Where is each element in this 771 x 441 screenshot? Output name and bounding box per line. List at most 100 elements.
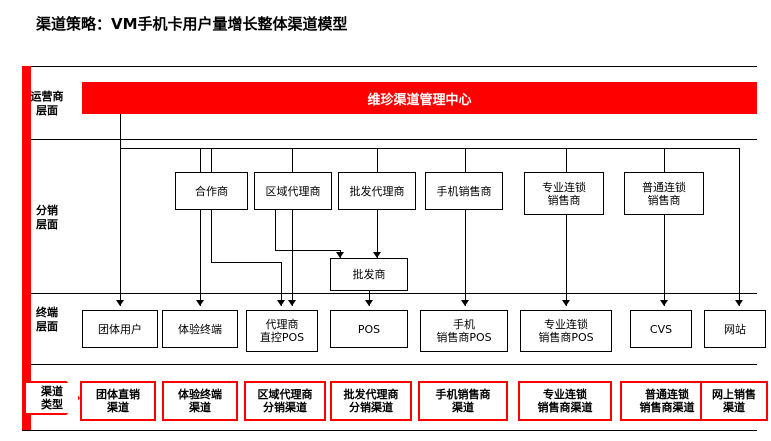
connector-drop-regional-agent [292, 148, 293, 172]
distribution-box-regional-agent[interactable]: 区域代理商 [254, 172, 332, 210]
arrow-agentpos-2 [288, 300, 296, 306]
operator-center-bar[interactable]: 维珍渠道管理中心 [82, 82, 757, 114]
row-label-operator: 运营商 层面 [24, 90, 70, 118]
connector-operator-trunk [120, 114, 121, 162]
operator-center-label: 维珍渠道管理中心 [367, 92, 472, 108]
channel-box-regional-agent-line2: 分销渠道 [263, 401, 307, 414]
channel-box-group-direct-line1: 团体直销 [96, 388, 140, 401]
channel-box-online[interactable]: 网上销售 渠道 [700, 381, 768, 421]
channel-box-common-chain-line2: 销售商渠道 [639, 401, 695, 414]
channel-box-phone-seller[interactable]: 手机销售商 渠道 [418, 381, 508, 421]
channel-box-group-direct[interactable]: 团体直销 渠道 [80, 381, 156, 421]
distribution-box-wholesale-agent[interactable]: 批发代理商 [338, 172, 416, 210]
connector-drop-phone-seller [465, 148, 466, 172]
connector-cooperator-to-agentpos [281, 262, 282, 306]
connector-drop-common-chain [664, 148, 665, 172]
terminal-box-group-users-label: 团体用户 [98, 322, 142, 336]
channel-box-experience-line1: 体验终端 [178, 388, 222, 401]
channel-box-wholesale-agent-line1: 批发代理商 [343, 388, 399, 401]
distribution-box-common-chain-line2: 销售商 [647, 193, 681, 207]
row-label-distribution: 分销 层面 [24, 204, 70, 232]
terminal-box-experience[interactable]: 体验终端 [162, 310, 238, 348]
connector-phone-seller-down [465, 210, 466, 306]
terminal-box-pos-label: POS [357, 322, 381, 336]
divider-bottom [22, 430, 757, 431]
terminal-box-phone-seller-pos-line1: 手机 [453, 318, 475, 331]
arrow-agentpos [277, 300, 285, 306]
distribution-box-cooperator[interactable]: 合作商 [175, 172, 248, 210]
distribution-box-cooperator-label: 合作商 [195, 184, 228, 198]
terminal-box-website[interactable]: 网站 [704, 310, 766, 348]
connector-distribution-bus [120, 148, 739, 149]
connector-wholesale-agent-down [377, 210, 378, 258]
terminal-box-phone-seller-pos-line2: 销售商POS [436, 331, 492, 344]
row-label-channel-type-line2: 类型 [41, 398, 63, 411]
row-label-channel-type-wrap: 渠道 类型 [24, 381, 80, 415]
divider-terminal-channel [22, 364, 757, 365]
channel-box-wholesale-agent[interactable]: 批发代理商 分销渠道 [330, 381, 412, 421]
red-bar-distribution [22, 139, 31, 293]
row-label-channel-type-line1: 渠道 [41, 385, 63, 398]
terminal-box-group-users[interactable]: 团体用户 [82, 310, 158, 348]
arrow-experience [196, 300, 204, 306]
terminal-box-pro-chain-pos[interactable]: 专业连锁 销售商POS [520, 310, 612, 352]
arrow-phone-seller-pos [461, 300, 469, 306]
terminal-box-experience-label: 体验终端 [178, 322, 222, 336]
terminal-box-agent-pos-line2: 直控POS [259, 331, 305, 344]
connector-common-chain-down [664, 215, 665, 306]
arrow-pro-chain-pos [562, 300, 570, 306]
row-label-terminal-line1: 终端 [36, 306, 58, 319]
connector-drop-cooperator [211, 148, 212, 172]
distribution-box-phone-seller-label: 手机销售商 [436, 184, 492, 198]
distribution-box-common-chain[interactable]: 普通连锁 销售商 [624, 172, 704, 215]
terminal-box-agent-pos[interactable]: 代理商 直控POS [246, 310, 318, 352]
connector-regional-to-agentpos [292, 210, 293, 306]
arrow-pos [365, 300, 373, 306]
red-bar-operator [22, 66, 31, 139]
distribution-box-wholesale-agent-label: 批发代理商 [349, 184, 405, 198]
channel-box-pro-chain-line2: 销售商渠道 [537, 401, 593, 414]
channel-box-group-direct-line2: 渠道 [107, 401, 129, 414]
connector-cooperator-down [211, 210, 212, 262]
distribution-box-regional-agent-label: 区域代理商 [265, 184, 321, 198]
row-label-terminal-line2: 层面 [36, 320, 58, 333]
divider-top [22, 66, 757, 67]
distribution-box-phone-seller[interactable]: 手机销售商 [425, 172, 503, 210]
distribution-box-pro-chain-line1: 专业连锁 [542, 180, 586, 194]
row-label-distribution-line2: 层面 [36, 218, 58, 231]
terminal-box-pro-chain-pos-line2: 销售商POS [538, 331, 594, 344]
channel-box-experience[interactable]: 体验终端 渠道 [162, 381, 238, 421]
terminal-box-pro-chain-pos-line1: 专业连锁 [544, 318, 588, 331]
arrow-group-users [116, 300, 124, 306]
page-title: 渠道策略：VM手机卡用户量增长整体渠道模型 [36, 15, 348, 33]
channel-box-phone-seller-line2: 渠道 [452, 401, 474, 414]
connector-drop-pro-chain [566, 148, 567, 172]
channel-box-experience-line2: 渠道 [189, 401, 211, 414]
connector-pro-chain-down [566, 215, 567, 306]
divider-distribution-terminal [22, 293, 757, 294]
wholesaler-box[interactable]: 批发商 [330, 258, 408, 291]
terminal-box-cvs-label: CVS [649, 322, 673, 336]
row-label-operator-line1: 运营商 [30, 90, 64, 103]
arrow-wholesale-agent-down [373, 252, 381, 258]
arrow-cvs [660, 300, 668, 306]
row-label-operator-line2: 层面 [36, 104, 58, 117]
terminal-box-pos[interactable]: POS [330, 310, 408, 348]
channel-box-pro-chain-line1: 专业连锁 [543, 388, 587, 401]
terminal-box-phone-seller-pos[interactable]: 手机 销售商POS [420, 310, 508, 352]
arrow-wholesaler-in [336, 252, 344, 258]
row-label-channel-type: 渠道 类型 [24, 381, 80, 415]
channel-box-common-chain[interactable]: 普通连锁 销售商渠道 [620, 381, 714, 421]
distribution-box-pro-chain-line2: 销售商 [547, 193, 581, 207]
channel-box-regional-agent[interactable]: 区域代理商 分销渠道 [244, 381, 326, 421]
channel-box-online-line2: 渠道 [723, 401, 745, 414]
connector-drop-wholesale-agent [377, 148, 378, 172]
connector-wholesaler-to-pos [369, 291, 370, 306]
distribution-box-pro-chain[interactable]: 专业连锁 销售商 [524, 172, 604, 215]
channel-box-pro-chain[interactable]: 专业连锁 销售商渠道 [518, 381, 612, 421]
terminal-box-cvs[interactable]: CVS [630, 310, 692, 348]
channel-box-wholesale-agent-line2: 分销渠道 [349, 401, 393, 414]
channel-box-online-line1: 网上销售 [712, 388, 756, 401]
row-label-distribution-line1: 分销 [36, 204, 58, 217]
terminal-box-agent-pos-line1: 代理商 [265, 318, 299, 331]
